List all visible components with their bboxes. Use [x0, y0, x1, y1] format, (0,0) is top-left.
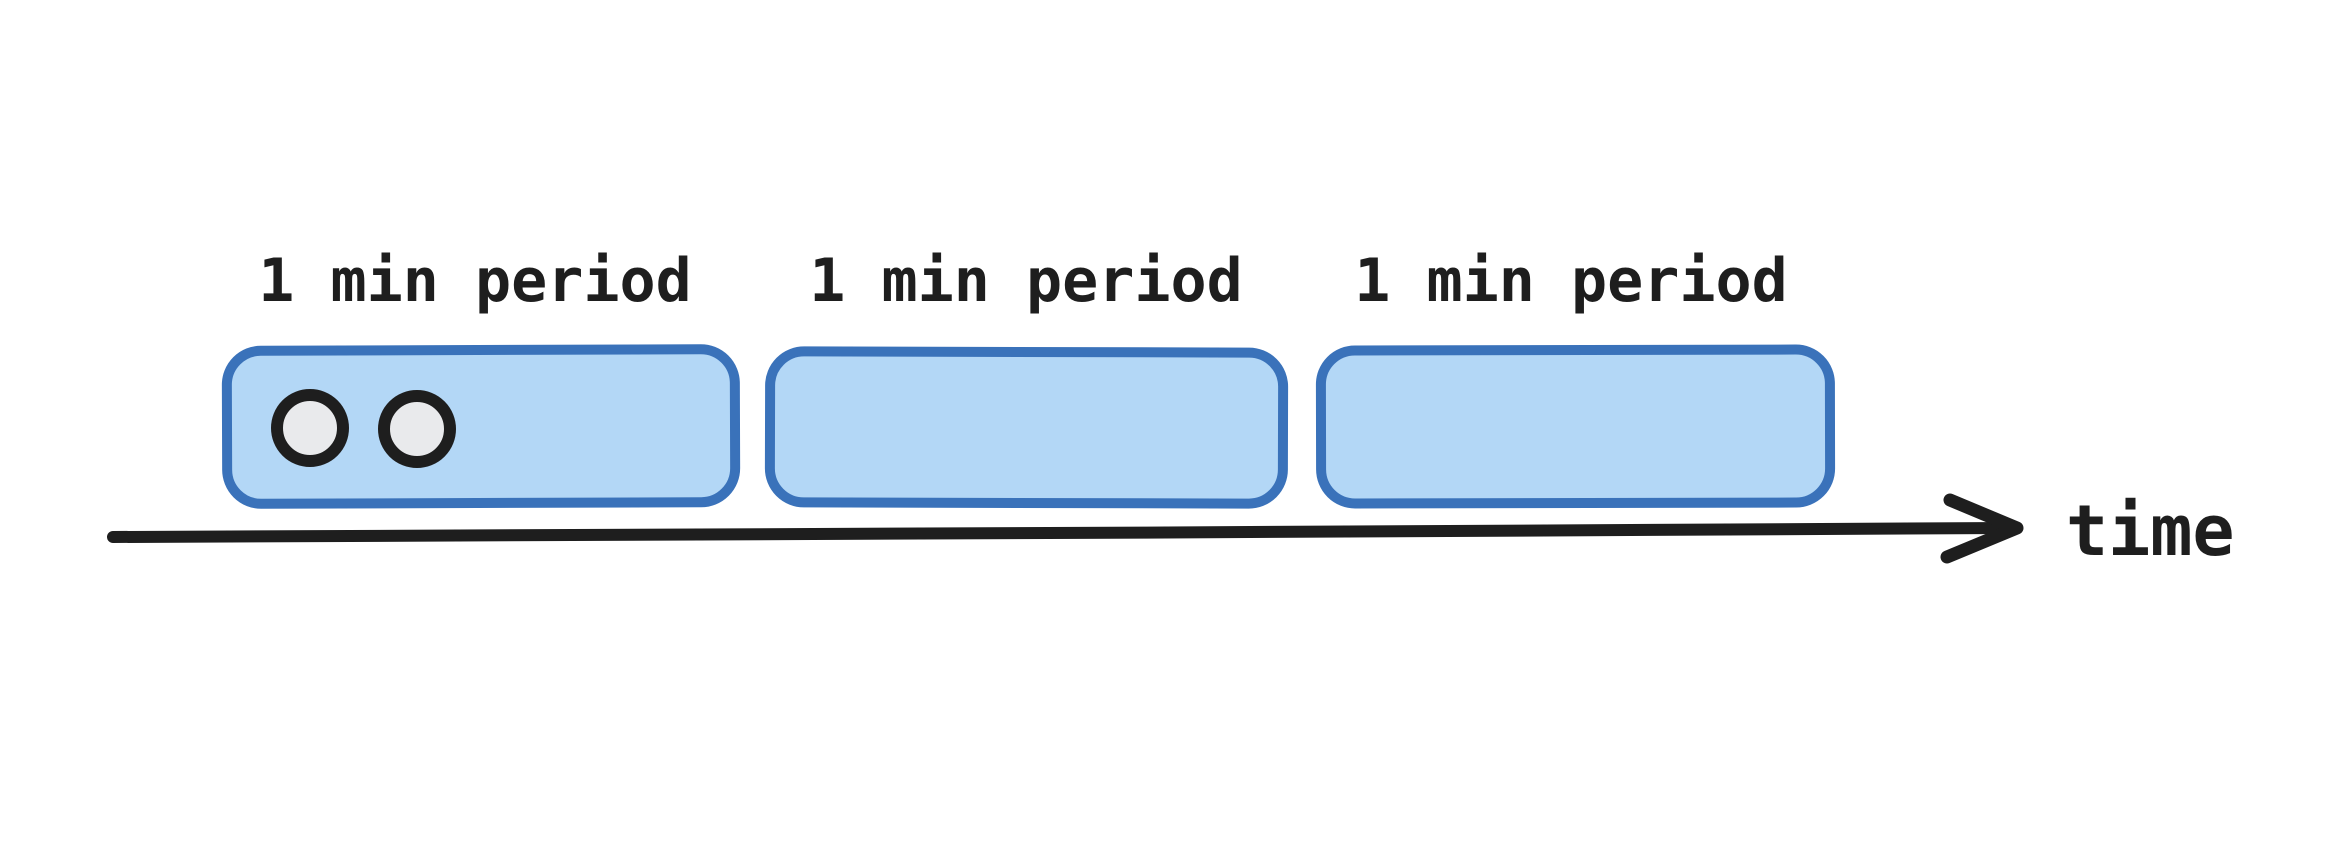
- period-box-2: [764, 346, 1289, 509]
- time-axis-line: [107, 522, 2014, 543]
- period-box-3: [1315, 344, 1836, 509]
- request-circle: [378, 390, 456, 468]
- period-box-1: [221, 344, 741, 509]
- time-axis-label: time: [2066, 490, 2235, 572]
- request-circle: [271, 389, 349, 467]
- period-label-3: 1 min period: [1354, 246, 1788, 316]
- time-axis-arrowhead-icon: [1940, 493, 2024, 564]
- period-label-2: 1 min period: [809, 246, 1243, 316]
- period-label-1: 1 min period: [258, 246, 692, 316]
